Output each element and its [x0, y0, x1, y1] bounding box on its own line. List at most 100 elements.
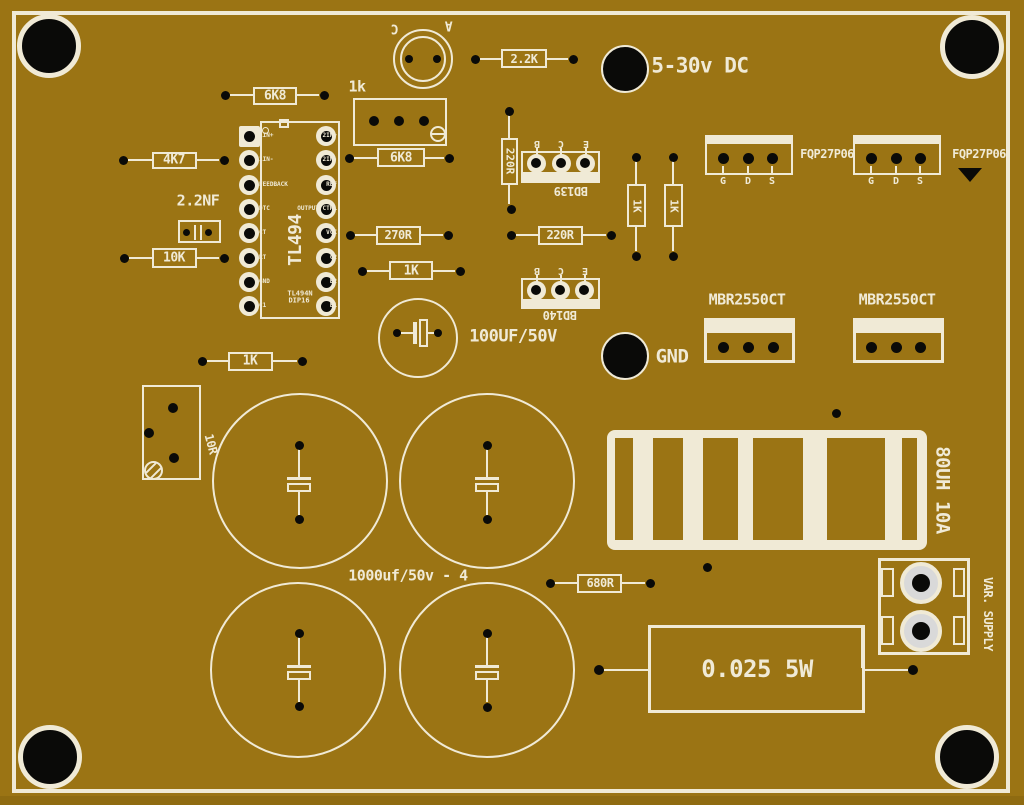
silk-trace — [771, 166, 773, 175]
pad — [434, 329, 442, 337]
cap-plate — [475, 665, 499, 668]
pad — [294, 628, 304, 638]
pad — [631, 152, 641, 162]
resistor-6k8a-label: 6K8 — [264, 88, 286, 104]
mounting-hole — [935, 725, 999, 789]
silk-trace — [298, 492, 300, 515]
resistor-4k7-outline — [152, 152, 197, 169]
inductor-window — [653, 438, 683, 540]
silk-trace — [747, 166, 749, 175]
bd140-pin-c: C — [557, 265, 565, 276]
ic-outline — [260, 121, 340, 319]
silk-trace — [635, 161, 637, 184]
ic-pin13-label: OUTPUT CTRL — [297, 205, 337, 212]
inductor-window — [902, 438, 917, 540]
transistor-pin-pad-hole — [555, 285, 565, 295]
ic-pin-pad-hole — [243, 179, 255, 191]
diode1-tab — [704, 318, 795, 333]
ic-pin10-label: E2 — [329, 278, 337, 285]
pad — [865, 152, 877, 164]
silk-trace — [584, 275, 586, 282]
pad — [394, 116, 404, 126]
ic-pin-pad-hole — [243, 130, 255, 142]
silk-trace — [486, 637, 488, 665]
resistor-270r-outline — [376, 226, 421, 245]
ic-pin-pad-hole — [243, 154, 255, 166]
resistor-680r-outline — [577, 574, 622, 593]
ic-pin-pad-hole — [320, 179, 332, 191]
silk-trace — [870, 166, 872, 175]
gnd-label: GND — [655, 345, 689, 368]
silk-trace — [197, 257, 219, 259]
silk-trace — [297, 94, 319, 96]
ic-pin-pad-hole — [243, 300, 255, 312]
ic-pin11-label: C2 — [329, 254, 337, 261]
cap-2n2-outline — [178, 220, 221, 243]
silk-trace — [919, 166, 921, 175]
ic-pin8-label: C1 — [259, 302, 267, 309]
pad — [169, 453, 179, 463]
silk-trace — [401, 332, 413, 334]
pad — [645, 578, 655, 588]
pad — [504, 106, 514, 116]
cap-plate — [287, 665, 311, 668]
pad — [455, 266, 465, 276]
terminal-clamp — [953, 568, 965, 597]
ic-pin7-label: GND — [259, 278, 270, 285]
resistor-1k-mid-label: 1K — [403, 263, 419, 279]
pad — [865, 341, 877, 353]
bd139-pin-e: E — [582, 138, 590, 149]
pad — [702, 562, 712, 572]
bd140-label: BD140 — [543, 308, 577, 322]
pad — [482, 514, 492, 524]
ic-tl494-label: TL494 — [285, 214, 306, 266]
ic-pin-pad-hole — [243, 227, 255, 239]
pad — [182, 228, 190, 236]
resistor-2k2-label: 2.2K — [510, 52, 538, 66]
pad — [717, 152, 729, 164]
mosfet1-pin-g: G — [719, 176, 727, 187]
silk-trace — [433, 270, 455, 272]
led-outline-inner — [400, 36, 446, 82]
inductor-window — [827, 438, 885, 540]
cap-2n2-label: 2.2NF — [176, 191, 220, 210]
pad — [717, 341, 729, 353]
silk-trace — [230, 94, 253, 96]
resistor-220r-h-label: 220R — [546, 228, 574, 242]
pad — [482, 628, 492, 638]
ic-pin-pad-hole — [320, 154, 332, 166]
silk-trace — [672, 227, 674, 251]
pad — [482, 702, 492, 712]
silk-trace — [585, 148, 587, 155]
pad — [369, 116, 379, 126]
silk-trace — [431, 133, 445, 135]
pad — [594, 665, 604, 675]
silk-trace — [421, 234, 443, 236]
silk-trace — [672, 161, 674, 184]
bd139-tab — [521, 172, 600, 183]
pad — [405, 55, 413, 63]
resistor-220r-v-outline — [501, 138, 518, 185]
pad — [767, 341, 779, 353]
pad — [204, 228, 212, 236]
inductor-window — [615, 438, 633, 540]
shunt-resistor-outline — [648, 625, 865, 713]
pad — [908, 665, 918, 675]
pad — [168, 403, 178, 413]
cap-100uf-label: 100UF/50V — [469, 326, 557, 347]
terminal-outline — [878, 558, 970, 655]
mosfet2-tab — [853, 135, 941, 144]
mosfet1-label: FQP27P06 — [800, 147, 854, 161]
cap-plate — [475, 483, 499, 492]
mosfet1-pin-s: S — [768, 176, 776, 187]
silk-trace — [273, 360, 297, 362]
resistor-2k2-outline — [501, 49, 547, 68]
mosfet1-tab — [705, 135, 793, 144]
silk-trace — [622, 582, 645, 584]
ic-pin16-label: 2IN+ — [322, 132, 337, 139]
pad — [444, 153, 454, 163]
resistor-220r-v-label: 220R — [503, 147, 517, 175]
pad — [197, 356, 207, 366]
inductor-window — [703, 438, 738, 540]
